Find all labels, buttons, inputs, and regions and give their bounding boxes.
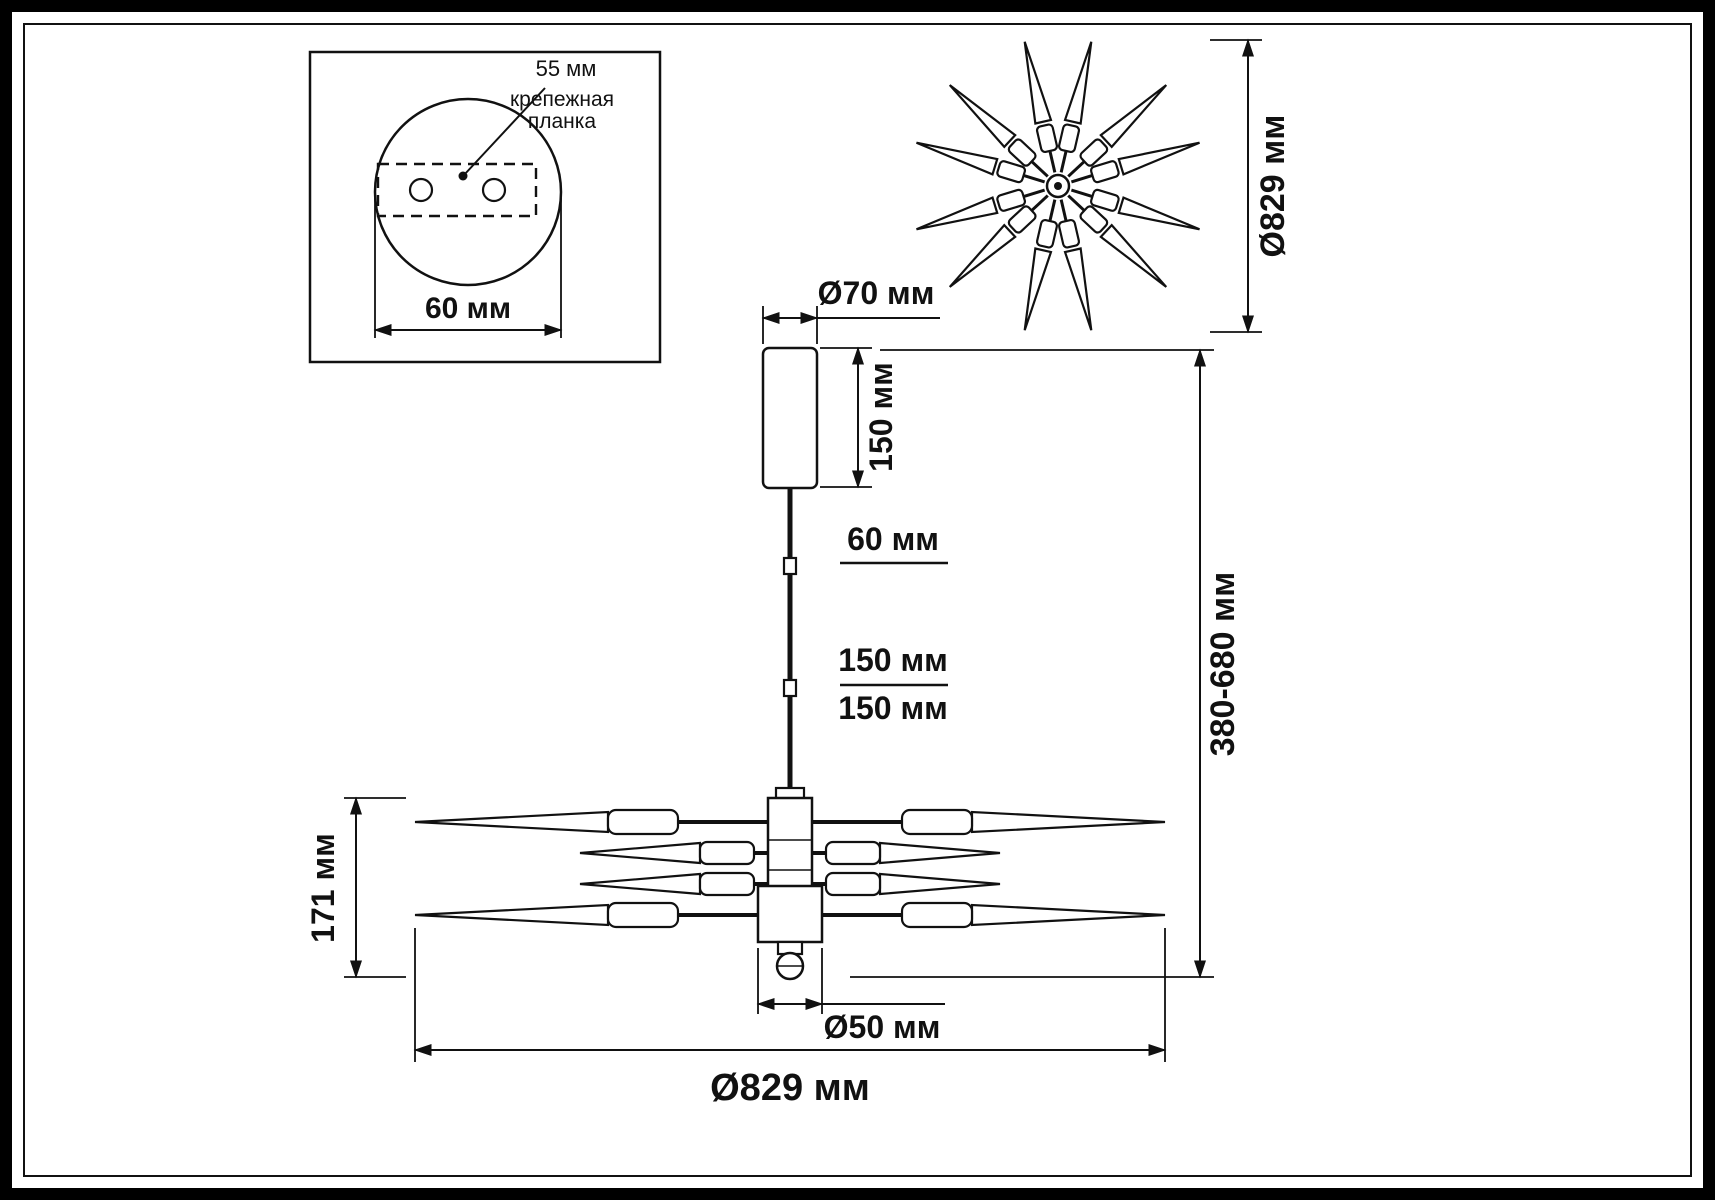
arm-row-lower-middle bbox=[579, 871, 1001, 897]
spike-socket bbox=[900, 808, 974, 836]
spike-arm bbox=[1067, 194, 1168, 288]
dim-overall-height-label: 380-680 мм bbox=[1204, 572, 1242, 757]
dim-hole-spacing: 55 мм bbox=[536, 56, 597, 81]
dim-rod-width-label: 60 мм bbox=[847, 521, 939, 557]
spike-arm bbox=[1070, 188, 1200, 231]
spike-arm bbox=[916, 141, 1046, 184]
arm-row-upper-middle bbox=[579, 840, 1001, 866]
spike-cone bbox=[579, 872, 702, 896]
dim-body-height-label: 171 мм bbox=[305, 833, 341, 943]
dim-hub-diameter: Ø50 мм bbox=[756, 948, 945, 1045]
spike-arm bbox=[948, 84, 1049, 178]
dim-base-width-label: 60 мм bbox=[425, 292, 511, 325]
starburst-center bbox=[1054, 182, 1062, 190]
dim-overall-height: 380-680 мм bbox=[850, 348, 1242, 979]
mount-base-circle bbox=[373, 97, 563, 287]
mount-hole-right bbox=[481, 177, 507, 203]
mount-hole-left bbox=[408, 177, 434, 203]
spike-cone bbox=[878, 841, 1001, 865]
spike-cone bbox=[878, 872, 1001, 896]
front-view: Ø70 мм 150 мм 60 мм 150 мм 150 мм bbox=[305, 275, 1242, 1109]
spike-arm bbox=[1023, 199, 1058, 331]
spike-socket bbox=[698, 840, 756, 866]
spike-cone bbox=[970, 903, 1166, 927]
spike-arm bbox=[916, 188, 1046, 231]
dim-rod-segments: 150 мм 150 мм bbox=[838, 642, 948, 726]
canopy bbox=[761, 346, 819, 490]
dim-body-height: 171 мм bbox=[305, 796, 406, 979]
dim-canopy-height-label: 150 мм bbox=[863, 362, 899, 472]
dim-rod-width: 60 мм bbox=[840, 521, 948, 565]
dim-segment-lower-label: 150 мм bbox=[838, 690, 948, 726]
rod-joint-lower bbox=[782, 678, 798, 698]
spike-socket bbox=[698, 871, 756, 897]
spike-cone bbox=[414, 903, 610, 927]
mount-inset: 55 мм крепежная планка 60 мм bbox=[308, 50, 662, 364]
dim-segment-upper-label: 150 мм bbox=[838, 642, 948, 678]
spike-arm bbox=[1058, 41, 1093, 173]
arm-row-top bbox=[414, 808, 1166, 836]
spike-cone bbox=[970, 810, 1166, 834]
dim-top-view-diameter: Ø829 мм bbox=[1210, 38, 1292, 334]
dim-top-view-diameter-label: Ø829 мм bbox=[1254, 115, 1292, 258]
spike-arm bbox=[1067, 84, 1168, 178]
dim-overall-diameter-label: Ø829 мм bbox=[710, 1067, 870, 1109]
spike-cone bbox=[414, 810, 610, 834]
spike-socket bbox=[824, 840, 882, 866]
mount-plate-dashed bbox=[376, 162, 538, 218]
mount-plate-label-2: планка bbox=[528, 110, 597, 133]
spike-arm bbox=[1023, 41, 1058, 173]
hub-plate bbox=[756, 884, 824, 944]
dim-hub-diameter-label: Ø50 мм bbox=[824, 1009, 941, 1045]
arm-row-bottom bbox=[414, 901, 1166, 929]
spike-socket bbox=[606, 901, 680, 929]
spike-socket bbox=[824, 871, 882, 897]
central-hub bbox=[756, 786, 824, 981]
spike-socket bbox=[606, 808, 680, 836]
spike-arm bbox=[948, 194, 1049, 288]
dim-base-width: 60 мм bbox=[373, 198, 563, 338]
dim-canopy-height: 150 мм bbox=[820, 346, 899, 489]
top-view: Ø829 мм bbox=[916, 38, 1292, 334]
dim-canopy-diameter-label: Ø70 мм bbox=[818, 275, 935, 311]
leader-line bbox=[463, 87, 546, 176]
mount-plate-label-1: крепежная bbox=[510, 88, 614, 111]
spike-arm bbox=[1070, 141, 1200, 184]
dim-overall-diameter: Ø829 мм bbox=[413, 928, 1167, 1109]
rod-joint-upper bbox=[782, 556, 798, 576]
dim-canopy-diameter: Ø70 мм bbox=[761, 275, 940, 344]
spike-cone bbox=[579, 841, 702, 865]
spike-socket bbox=[900, 901, 974, 929]
inner-frame bbox=[23, 23, 1692, 1177]
spike-arm bbox=[1058, 199, 1093, 331]
